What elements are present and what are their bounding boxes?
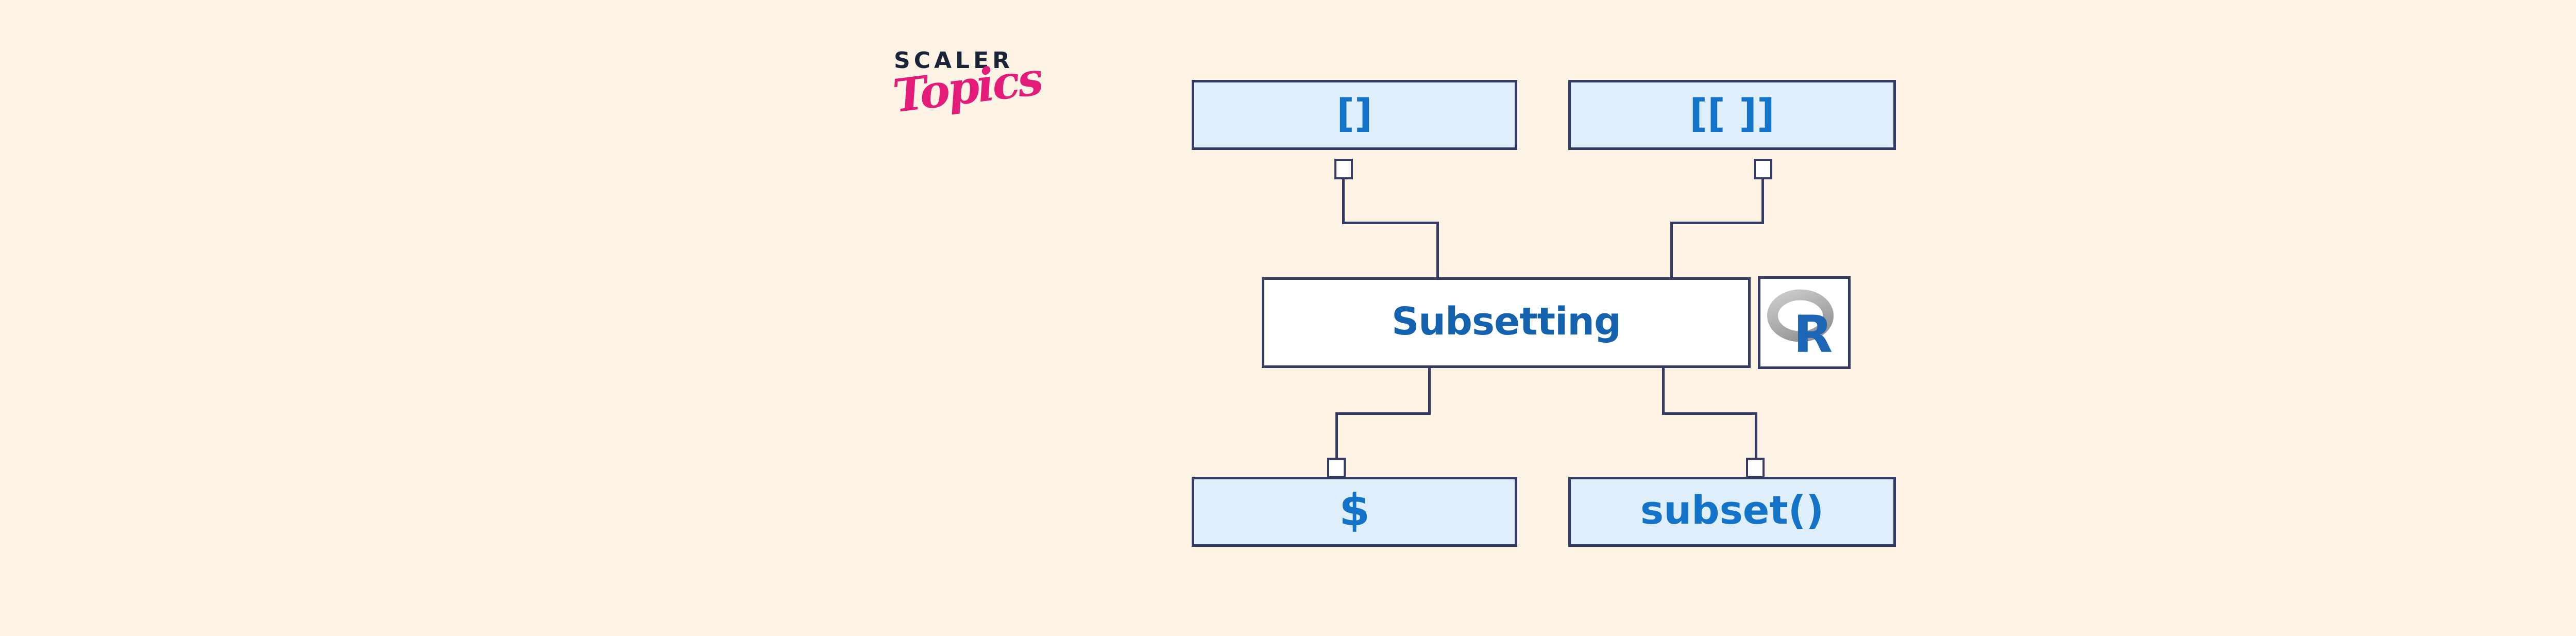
node-subset-fn: subset() [1568, 477, 1903, 554]
node-r-logo: R [1758, 276, 1851, 369]
node-label: $ [1339, 484, 1370, 536]
r-language-icon: R [1767, 289, 1834, 361]
connector-line [1342, 222, 1439, 224]
connector-port [1327, 458, 1346, 478]
node-label: [[ ]] [1689, 90, 1775, 136]
connector-line [1670, 222, 1673, 279]
connector-line [1342, 178, 1345, 224]
r-logo-ring [1767, 289, 1834, 342]
connector-port [1746, 458, 1765, 478]
connector-line [1761, 178, 1764, 224]
connector-line [1335, 412, 1431, 415]
connector-port [1754, 159, 1772, 179]
logo-sub-text: Topics [890, 51, 1044, 123]
connector-line [1755, 412, 1757, 460]
r-logo-letter: R [1793, 305, 1833, 361]
node-label: subset() [1640, 487, 1824, 533]
connector-line [1436, 222, 1439, 279]
scaler-topics-logo: SCALER Topics [890, 47, 1044, 123]
logo-brand-text: SCALER [894, 47, 1014, 74]
node-subsetting: Subsetting [1262, 277, 1751, 368]
connector-line [1670, 222, 1764, 224]
node-bracket-double: [[ ]] [1568, 80, 1903, 157]
connector-line [1428, 367, 1431, 414]
node-dollar: $ [1192, 477, 1524, 554]
diagram-title: Subsetting [1392, 299, 1621, 344]
node-label: [] [1336, 90, 1372, 136]
node-bracket-single: [] [1192, 80, 1524, 157]
connector-line [1335, 412, 1338, 460]
connector-line [1662, 412, 1757, 415]
connector-line [1662, 367, 1665, 414]
connector-port [1334, 159, 1353, 179]
